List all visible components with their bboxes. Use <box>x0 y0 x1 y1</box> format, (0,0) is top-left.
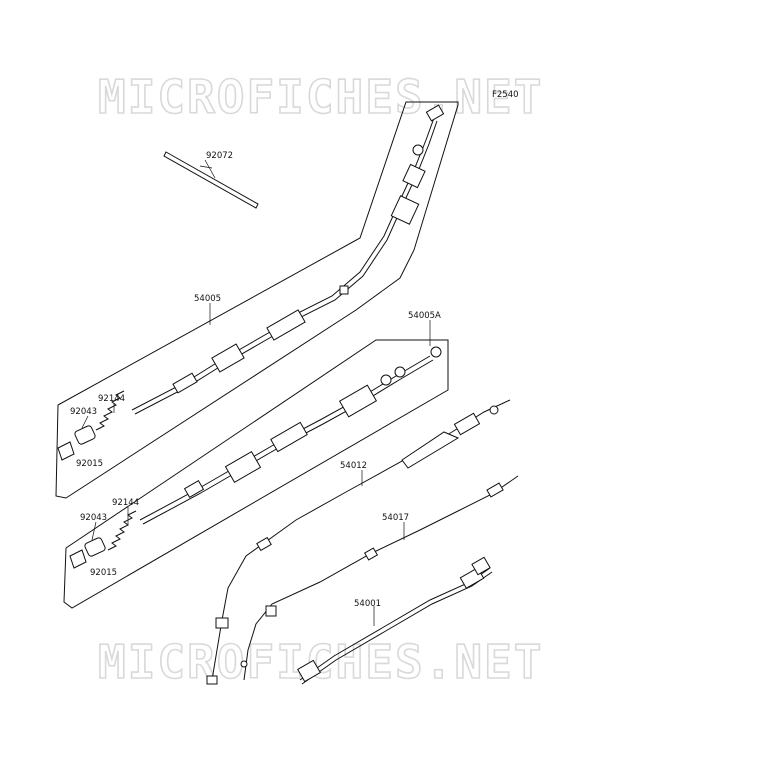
clutch-cable-54017 <box>240 475 519 681</box>
label-92144-lower: 92144 <box>112 498 139 508</box>
label-92144-upper: 92144 <box>98 394 125 404</box>
label-54012: 54012 <box>340 461 367 471</box>
group-box-54005 <box>55 101 459 499</box>
label-54001: 54001 <box>354 599 381 609</box>
figure-code: F2540 <box>492 90 519 100</box>
choke-cable-54012 <box>206 399 511 685</box>
holder-92015-lower <box>69 549 87 569</box>
label-54005a: 54005A <box>408 311 441 321</box>
spring-92144-upper <box>95 390 125 431</box>
cap-92043-lower <box>84 537 106 557</box>
group-box-54005a <box>63 339 449 609</box>
meter-cable-54001 <box>297 556 493 685</box>
label-92072: 92072 <box>206 151 233 161</box>
throttle-cable-54005 <box>131 104 445 415</box>
label-92043-upper: 92043 <box>70 407 97 417</box>
holder-92015-upper <box>57 441 75 461</box>
label-92015-upper: 92015 <box>76 459 103 469</box>
spring-92144-lower <box>107 510 137 551</box>
label-92015-lower: 92015 <box>90 568 117 578</box>
throttle-cable-54005a <box>139 346 442 525</box>
cap-92043-upper <box>74 425 96 445</box>
watermark-top: MICROFICHES.NET <box>98 70 543 124</box>
label-54005: 54005 <box>194 294 221 304</box>
band-part <box>163 151 259 209</box>
label-54017: 54017 <box>382 513 409 523</box>
label-92043-lower: 92043 <box>80 513 107 523</box>
watermark-bottom: MICROFICHES.NET <box>98 635 543 689</box>
